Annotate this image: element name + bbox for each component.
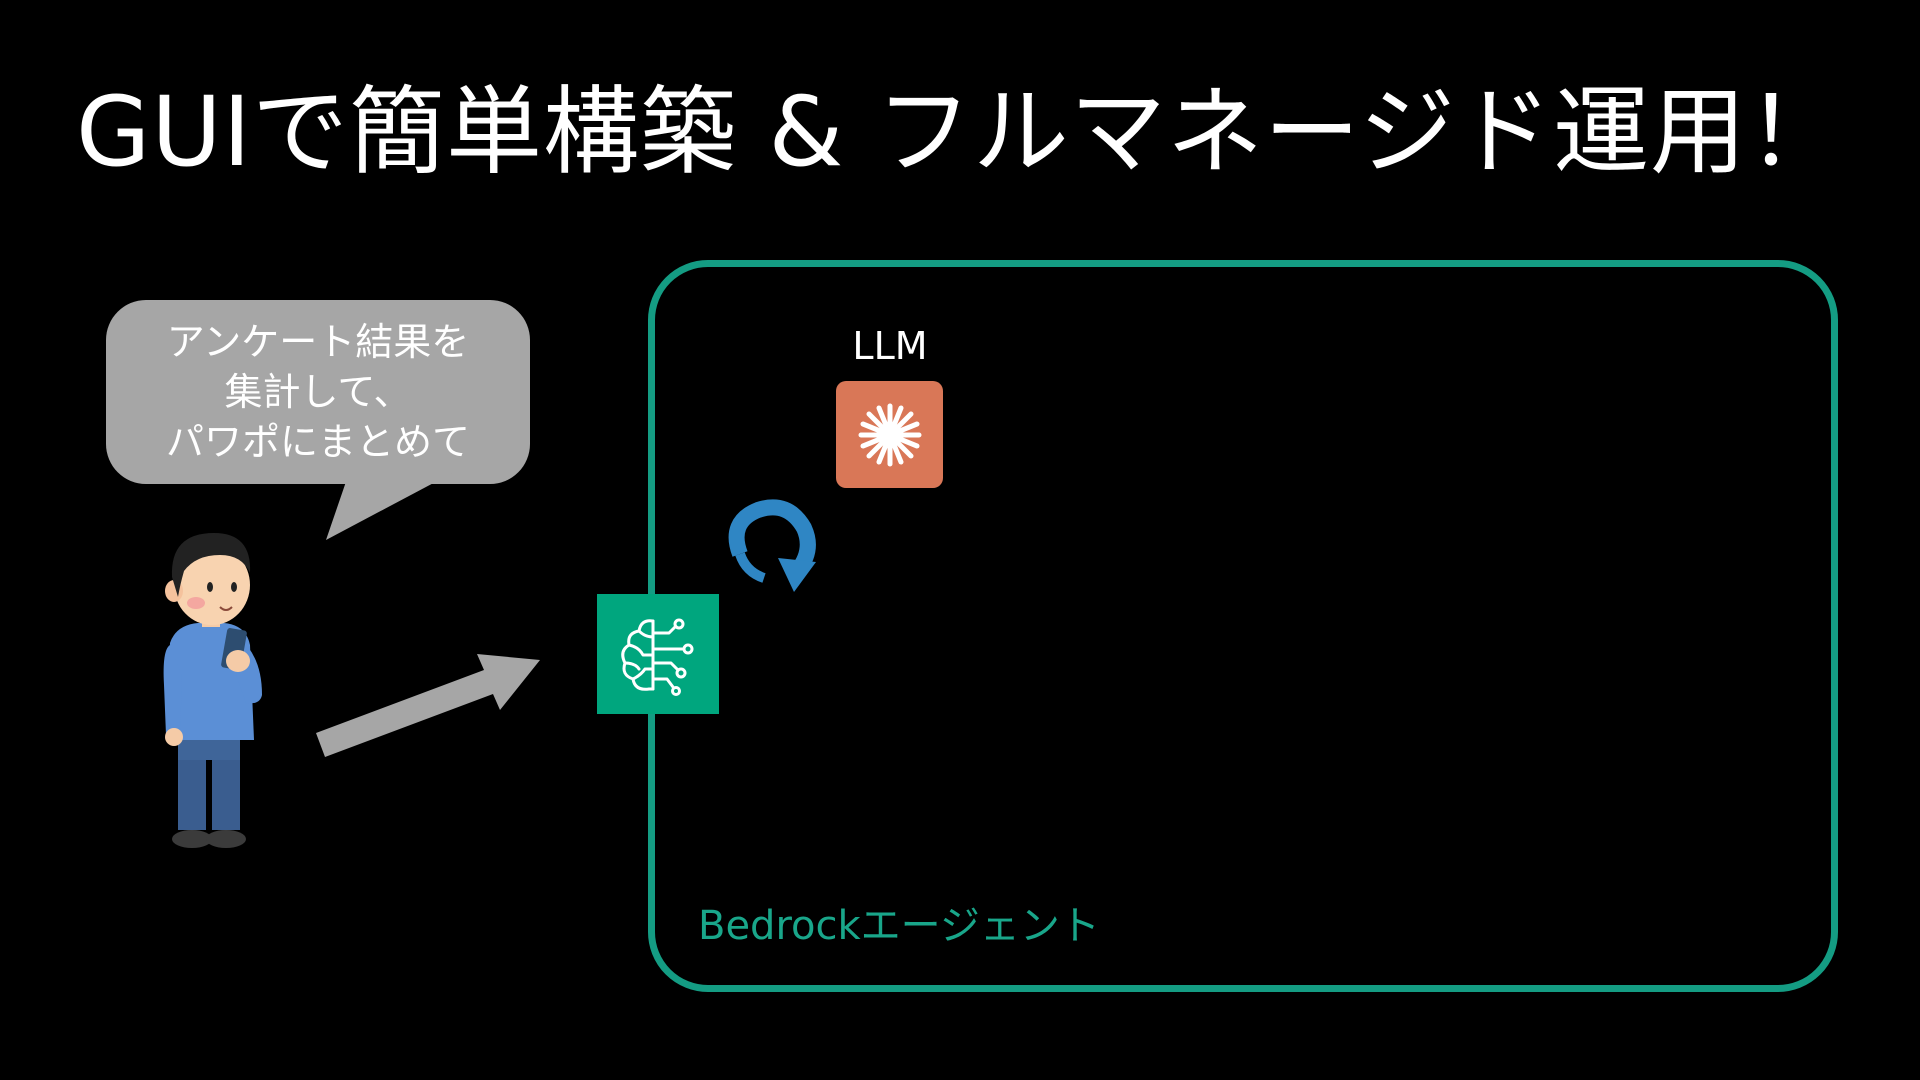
speech-bubble-line-2: 集計して、	[224, 370, 412, 414]
speech-bubble-line-3: パワポにまとめて	[165, 420, 470, 464]
bedrock-brain-icon	[597, 594, 719, 714]
speech-bubble: アンケート結果を 集計して、 パワポにまとめて	[106, 300, 530, 484]
speech-bubble-line-1: アンケート結果を	[166, 320, 470, 364]
bedrock-agent-label: Bedrockエージェント	[698, 903, 1100, 949]
bedrock-agent-container	[648, 260, 1838, 992]
llm-sparkle-icon	[836, 381, 943, 488]
user-person-icon	[163, 533, 262, 848]
slide-title: GUIで簡単構築 & フルマネージド運用！	[76, 76, 1844, 188]
speech-bubble-tail	[326, 470, 458, 540]
llm-label: LLM	[852, 324, 928, 368]
request-arrow-icon	[316, 654, 540, 757]
cycle-arrow-icon	[728, 499, 816, 592]
